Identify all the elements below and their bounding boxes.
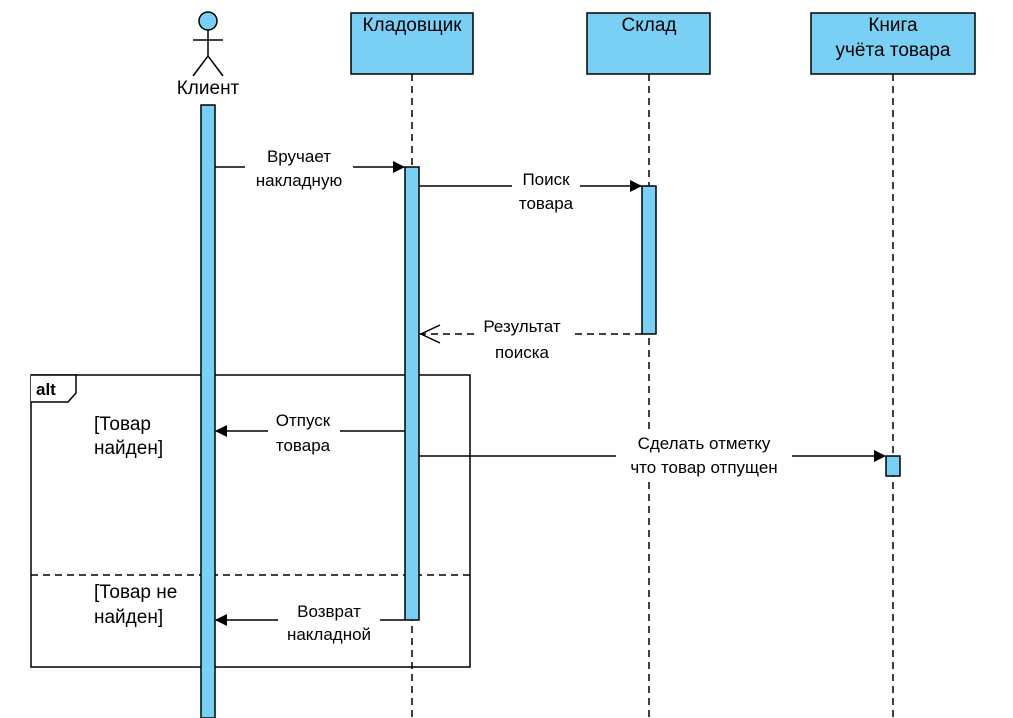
- participant-ledger[interactable]: Книга учёта товара: [810, 12, 976, 75]
- message-search-result-line1: Результат: [483, 317, 561, 336]
- message-search-result-line2: поиска: [495, 343, 549, 362]
- message-mark-released[interactable]: Сделать отметку что товар отпущен: [419, 432, 886, 478]
- guard-found-line1: [Товар: [94, 414, 151, 435]
- message-search-goods[interactable]: Поиск товара: [419, 168, 642, 214]
- message-release-goods-line2: товара: [276, 436, 331, 455]
- guard-not-found-line1: [Товар не: [94, 582, 177, 603]
- message-release-goods[interactable]: Отпуск товара: [215, 410, 405, 456]
- activation-client: [200, 104, 216, 718]
- participant-storekeeper-label: Кладовщик: [362, 15, 462, 36]
- message-mark-released-line2: что товар отпущен: [630, 458, 777, 477]
- message-return-invoice-line2: накладной: [287, 625, 371, 644]
- activation-storekeeper: [404, 166, 420, 621]
- participant-ledger-label-line2: учёта товара: [836, 40, 951, 61]
- message-release-goods-line1: Отпуск: [276, 411, 331, 430]
- participant-warehouse-label: Склад: [622, 15, 677, 36]
- participant-warehouse[interactable]: Склад: [586, 12, 711, 75]
- message-search-result[interactable]: Результат поиска: [419, 315, 642, 362]
- alt-operator-label: alt: [36, 380, 56, 399]
- message-hand-invoice-line2: накладную: [256, 171, 343, 190]
- actor-head-icon: [198, 11, 218, 31]
- guard-found-line2: найден]: [94, 438, 163, 459]
- activation-warehouse: [641, 185, 657, 335]
- message-return-invoice-line1: Возврат: [297, 602, 361, 621]
- alt-fragment: alt [Товар найден] [Товар не найден]: [30, 374, 471, 668]
- message-hand-invoice[interactable]: Вручает накладную: [215, 146, 405, 192]
- message-search-goods-line2: товара: [519, 194, 574, 213]
- actor-client[interactable]: Клиент: [177, 11, 240, 99]
- participant-ledger-label-line1: Книга: [868, 15, 918, 36]
- activation-ledger: [885, 455, 901, 477]
- actor-client-label: Клиент: [177, 78, 240, 99]
- guard-not-found-line2: найден]: [94, 607, 163, 628]
- message-mark-released-line1: Сделать отметку: [638, 434, 771, 453]
- message-search-goods-line1: Поиск: [522, 170, 570, 189]
- participant-storekeeper[interactable]: Кладовщик: [350, 12, 474, 75]
- message-hand-invoice-line1: Вручает: [267, 147, 331, 166]
- message-return-invoice[interactable]: Возврат накладной: [215, 599, 405, 645]
